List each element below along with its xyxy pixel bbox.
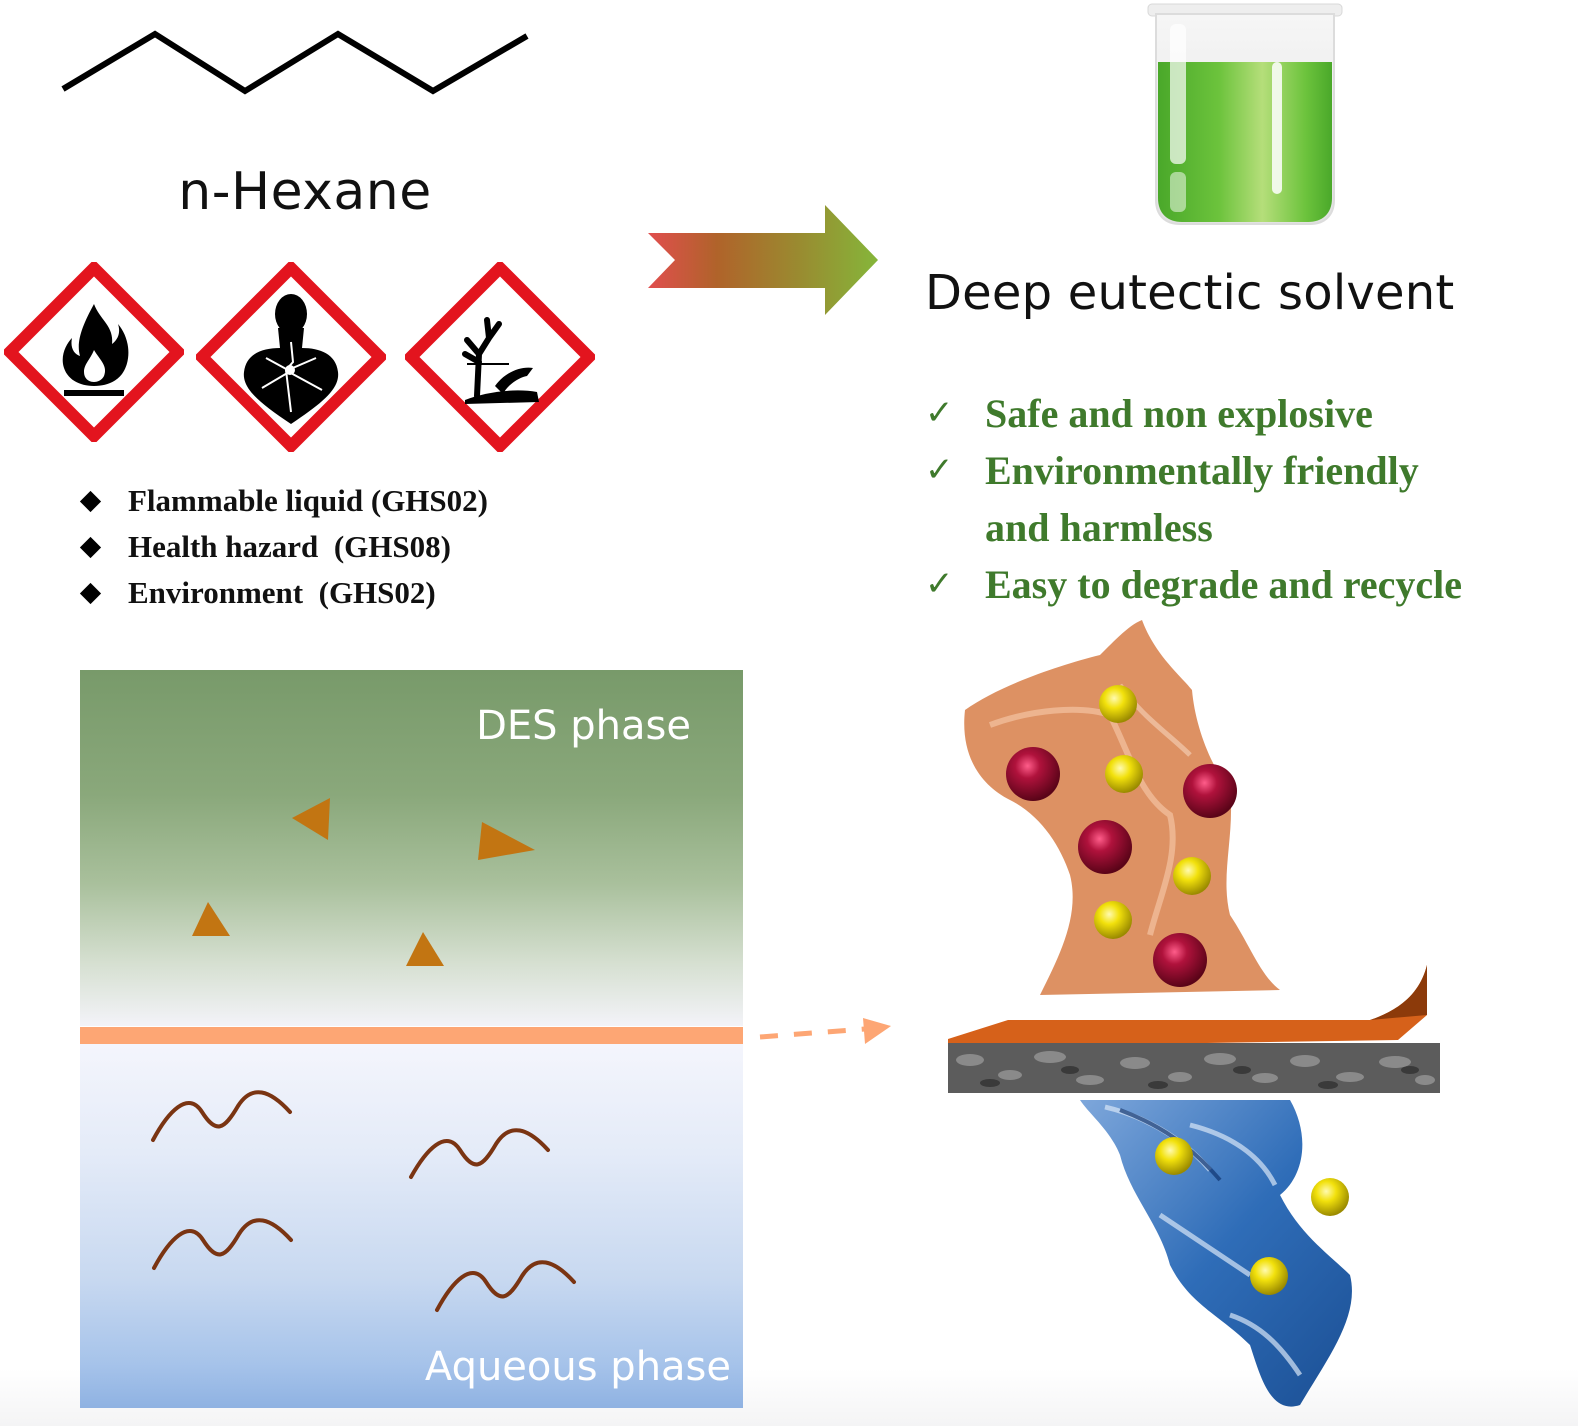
transition-arrow-icon [648, 205, 878, 315]
wave-molecule-icon [435, 1260, 576, 1312]
yellow-particle [1155, 1137, 1193, 1175]
triangle-particle-icon [192, 902, 230, 936]
check-spacer [925, 499, 985, 556]
hazard-list: Flammable liquid (GHS02) Health hazard (… [76, 478, 488, 616]
yellow-particle [1105, 755, 1143, 793]
beaker-icon [1147, 3, 1343, 225]
environment-hazard-icon [405, 262, 595, 452]
dashed-arrow-icon [759, 1018, 891, 1044]
phase-interface [80, 1027, 743, 1044]
benefit-item: ✓ Environmentally friendly [925, 442, 1462, 499]
benefit-text: Safe and non explosive [985, 391, 1373, 436]
des-phase-region: DES phase [80, 670, 743, 1026]
liquid-membrane-layer [948, 965, 1427, 1047]
hazard-label: Flammable liquid [128, 483, 364, 518]
benefit-item: ✓ Easy to degrade and recycle [925, 556, 1462, 613]
membrane-extraction-illustration [948, 620, 1440, 1407]
phase-separation-panel: DES phase Aqueous phase [80, 670, 743, 1408]
porous-support-layer [948, 1043, 1440, 1093]
yellow-particle [1094, 901, 1132, 939]
molecule-name: n-Hexane [178, 162, 432, 222]
wave-molecule-icon [409, 1128, 550, 1179]
check-icon: ✓ [925, 450, 954, 490]
health-hazard-icon [196, 262, 386, 452]
red-particle [1078, 820, 1132, 874]
check-icon: ✓ [925, 564, 954, 604]
hazard-label: Health hazard [128, 529, 319, 564]
solvent-title: Deep eutectic solvent [925, 265, 1455, 321]
yellow-particle [1099, 685, 1137, 723]
phase-particles [151, 798, 576, 1312]
benefit-text: and harmless [985, 505, 1213, 550]
des-phase-label: DES phase [476, 703, 691, 749]
hexane-structure-icon [61, 30, 529, 95]
benefit-list: ✓ Safe and non explosive ✓ Environmentally… [925, 385, 1462, 613]
yellow-particle [1250, 1257, 1288, 1295]
benefit-text: Environmentally friendly [985, 448, 1419, 493]
benefit-item: ✓ Safe and non explosive [925, 385, 1462, 442]
hazard-code: (GHS02) [370, 483, 488, 518]
triangle-particle-icon [478, 822, 535, 860]
yellow-particle [1173, 857, 1211, 895]
hazard-item: Health hazard (GHS08) [76, 524, 488, 570]
triangle-particle-icon [292, 798, 330, 840]
check-icon: ✓ [925, 393, 954, 433]
wave-molecule-icon [151, 1090, 292, 1142]
des-splash [964, 620, 1280, 995]
diamond-bullet-icon [79, 536, 102, 558]
yellow-particle [1311, 1178, 1349, 1216]
diamond-bullet-icon [79, 582, 102, 604]
hazard-item: Flammable liquid (GHS02) [76, 478, 488, 524]
red-particle [1183, 764, 1237, 818]
triangle-particle-icon [406, 932, 444, 966]
benefit-item: and harmless [925, 499, 1462, 556]
hazard-label: Environment [128, 575, 304, 610]
wave-molecule-icon [152, 1218, 293, 1270]
red-particle [1153, 933, 1207, 987]
aqueous-phase-label: Aqueous phase [424, 1344, 731, 1390]
hazard-code: (GHS02) [318, 575, 436, 610]
flame-icon [4, 262, 184, 442]
diamond-bullet-icon [79, 490, 102, 512]
benefit-text: Easy to degrade and recycle [985, 562, 1462, 607]
hazard-code: (GHS08) [333, 529, 451, 564]
hazard-item: Environment (GHS02) [76, 570, 488, 616]
red-particle [1006, 747, 1060, 801]
